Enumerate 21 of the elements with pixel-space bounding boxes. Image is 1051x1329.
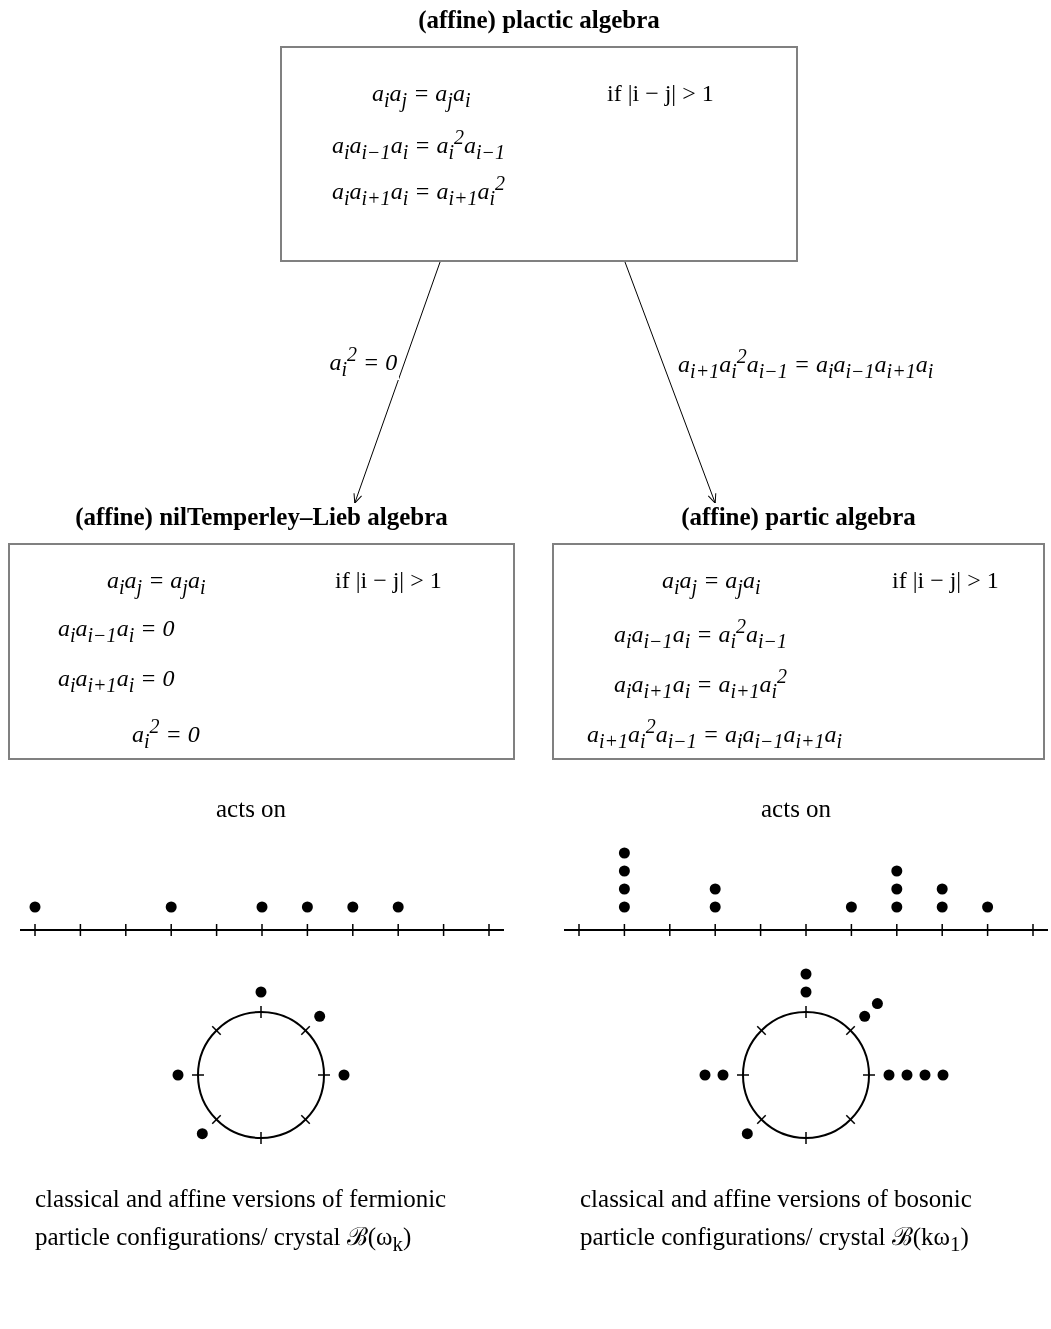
annotation-text: acts on: [216, 794, 288, 824]
relation-equation: a$_{i}$$^{2}$ = 0: [132, 715, 200, 753]
algebra-title: (affine) plactic algebra: [417, 6, 661, 34]
condition-text: if |i − j| > 1: [335, 567, 442, 594]
arrow: [353, 261, 441, 504]
relation-equation: a$_{i}$a$_{i−1}$a$_{i}$ = 0: [58, 615, 175, 647]
relation-equation: a$_{i+1}$a$_{i}$$^{2}$a$_{i−1}$ = a$_{i}$a$_{i−1}$a$_{i+1}$a$_{i}$: [587, 715, 843, 753]
condition-text: if |i − j| > 1: [892, 567, 999, 594]
caption-text: classical and affine versions of fermionic particle configurations/ crystal ℬ(ω$_{k}$): [35, 1184, 448, 1258]
arrow: [624, 261, 717, 504]
condition-text: if |i − j| > 1: [607, 80, 714, 107]
relation-equation: a$_{i}$a$_{j}$ = a$_{j}$a$_{i}$: [662, 567, 761, 599]
relation-equation: a$_{i}$a$_{i−1}$a$_{i}$ = a$_{i}$$^{2}$a$_{i−1}$: [332, 126, 505, 164]
relation-equation: a$_{i}$a$_{i+1}$a$_{i}$ = 0: [58, 665, 175, 697]
algebra-title: (affine) nilTemperley–Lieb algebra: [74, 503, 449, 531]
algebra-title: (affine) partic algebra: [680, 503, 917, 531]
relation-equation: a$_{i}$a$_{i−1}$a$_{i}$ = a$_{i}$$^{2}$a$_{i−1}$: [614, 615, 787, 653]
caption-text: classical and affine versions of bosonic particle configurations/ crystal ℬ(kω$_{1}$): [580, 1184, 973, 1258]
relation-equation: a$_{i}$a$_{j}$ = a$_{j}$a$_{i}$: [372, 80, 471, 112]
annotation-text: acts on: [761, 794, 833, 824]
relation-equation: a$_{i}$a$_{j}$ = a$_{j}$a$_{i}$: [107, 567, 206, 599]
